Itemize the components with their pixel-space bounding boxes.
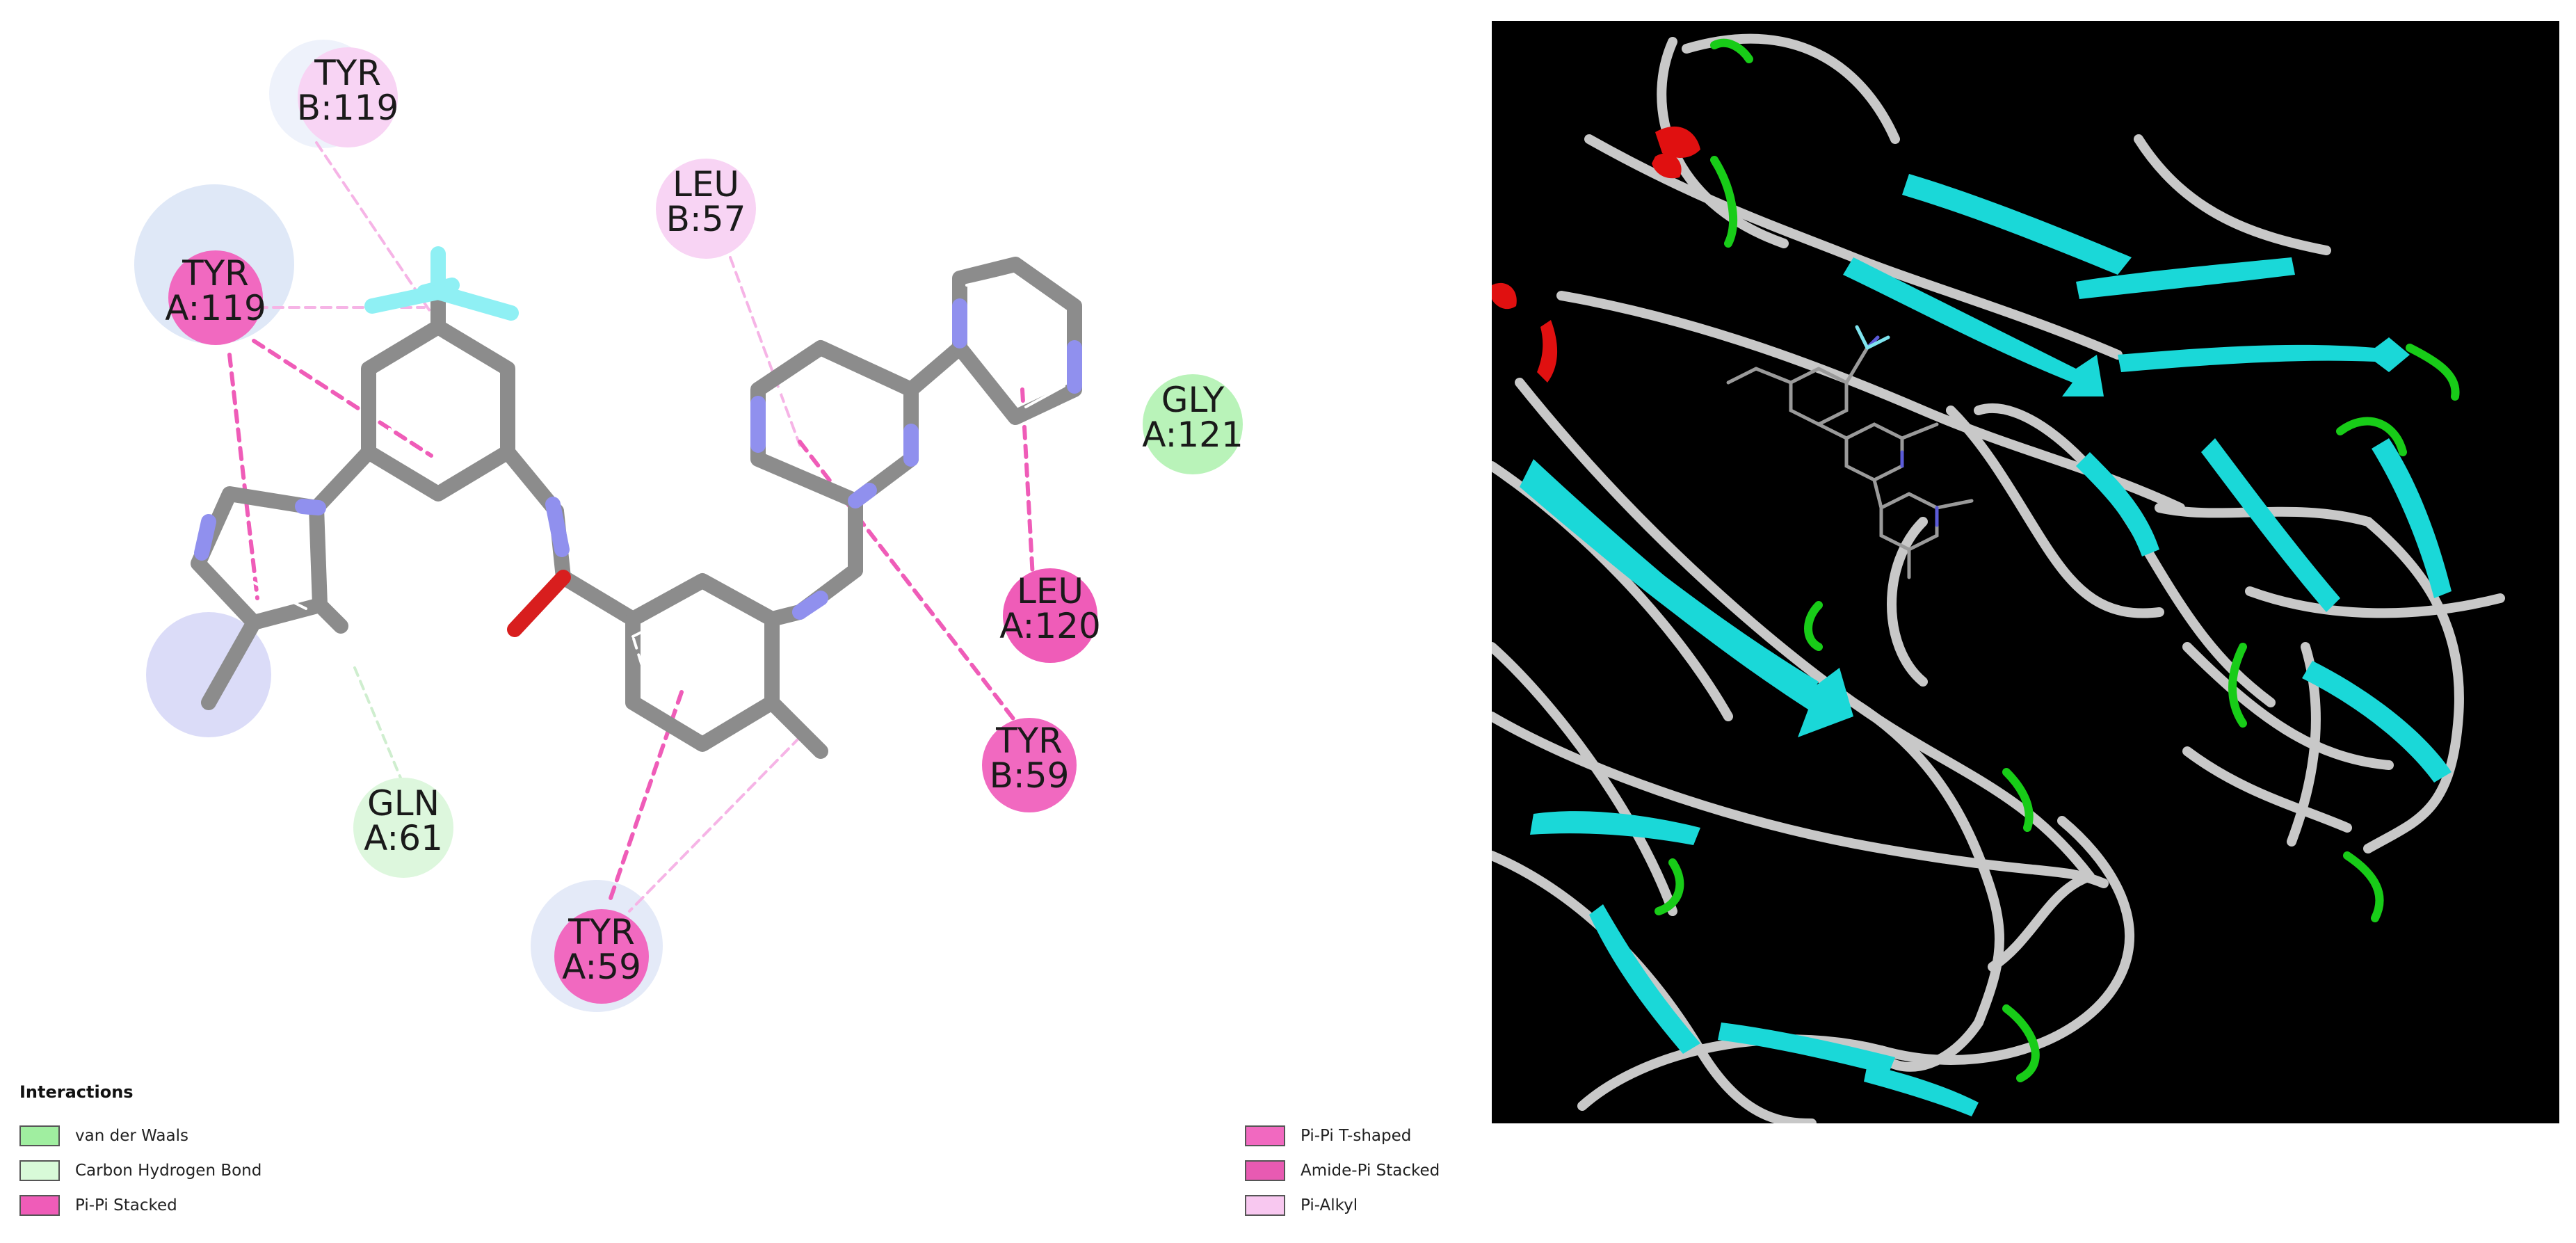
protein-3d-structure — [1492, 21, 2559, 1123]
legend-item-pi-pi-stacked: Pi-Pi Stacked — [19, 1194, 177, 1217]
legend-item-van-der-waals: van der Waals — [19, 1124, 188, 1148]
interaction-diagram: TYR B:119 TYR A:119 LEU B:57 GLY A:121 L… — [19, 40, 1440, 1216]
residue-gly-a121[interactable]: GLY A:121 — [1142, 374, 1243, 474]
legend-item-amide-pi-stacked: Amide-Pi Stacked — [1245, 1159, 1440, 1182]
legend-swatch — [19, 1160, 60, 1181]
legend-item-carbon-hydrogen-bond: Carbon Hydrogen Bond — [19, 1159, 261, 1182]
interactions-legend: Interactions van der Waals Carbon Hydrog… — [19, 1082, 1480, 1235]
legend-item-pi-pi-t-shaped: Pi-Pi T-shaped — [1245, 1124, 1411, 1148]
legend-label: Pi-Pi T-shaped — [1301, 1127, 1412, 1145]
svg-text:GLN: GLN — [367, 783, 440, 824]
legend-label: van der Waals — [75, 1127, 188, 1145]
residue-leu-b57[interactable]: LEU B:57 — [656, 159, 756, 259]
legend-swatch — [19, 1125, 60, 1146]
svg-text:B:57: B:57 — [666, 199, 746, 239]
svg-text:GLY: GLY — [1161, 380, 1225, 420]
svg-text:TYR: TYR — [314, 53, 381, 93]
svg-text:LEU: LEU — [673, 164, 739, 205]
svg-text:A:119: A:119 — [165, 288, 266, 328]
legend-title: Interactions — [19, 1082, 134, 1102]
svg-text:TYR: TYR — [182, 253, 249, 294]
residue-tyr-a59[interactable]: TYR A:59 — [554, 909, 649, 1004]
ligand-molecule — [191, 246, 1082, 759]
residue-tyr-b119[interactable]: TYR B:119 — [297, 47, 399, 147]
svg-text:B:119: B:119 — [297, 88, 399, 128]
legend-swatch — [1245, 1160, 1285, 1181]
ligand-fluorines — [1855, 325, 1890, 350]
ligand-interaction-map: TYR B:119 TYR A:119 LEU B:57 GLY A:121 L… — [134, 40, 1243, 1012]
legend-label: Pi-Alkyl — [1301, 1196, 1358, 1214]
svg-text:LEU: LEU — [1017, 571, 1084, 611]
svg-text:A:121: A:121 — [1142, 415, 1243, 455]
interaction-lines — [227, 141, 1035, 913]
svg-text:A:120: A:120 — [999, 606, 1101, 646]
svg-text:B:59: B:59 — [990, 755, 1070, 796]
residue-tyr-a119[interactable]: TYR A:119 — [165, 250, 266, 345]
svg-text:A:61: A:61 — [364, 818, 443, 858]
legend-label: Pi-Pi Stacked — [75, 1196, 177, 1214]
residue-leu-a120[interactable]: LEU A:120 — [999, 568, 1101, 663]
turns — [1655, 38, 2460, 1082]
beta-sheets — [1520, 174, 2452, 1116]
residue-gln-a61[interactable]: GLN A:61 — [353, 778, 453, 878]
svg-text:A:59: A:59 — [562, 947, 641, 987]
svg-text:TYR: TYR — [567, 912, 635, 952]
residue-nodes: TYR B:119 TYR A:119 LEU B:57 GLY A:121 L… — [165, 47, 1243, 1004]
legend-swatch — [1245, 1195, 1285, 1216]
legend-label: Amide-Pi Stacked — [1301, 1162, 1440, 1180]
legend-swatch — [19, 1195, 60, 1216]
svg-text:TYR: TYR — [995, 721, 1063, 761]
ribbon-rendering — [1492, 33, 2505, 1123]
legend-item-pi-alkyl: Pi-Alkyl — [1245, 1194, 1358, 1217]
legend-label: Carbon Hydrogen Bond — [75, 1162, 262, 1180]
helices — [1492, 126, 1700, 383]
docked-ligand — [1726, 346, 1974, 579]
residue-tyr-b59[interactable]: TYR B:59 — [982, 718, 1077, 812]
legend-swatch — [1245, 1125, 1285, 1146]
